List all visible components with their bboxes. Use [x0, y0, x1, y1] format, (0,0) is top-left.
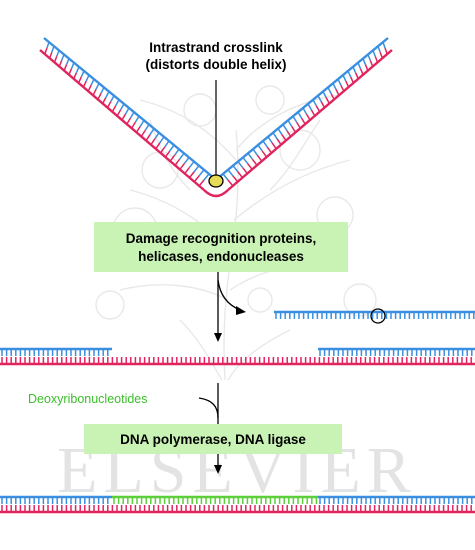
- v-strand-red-vertex: [203, 189, 229, 198]
- arrow-step3-head: [214, 465, 222, 474]
- arrow-step1-head: [214, 333, 222, 342]
- v-base-pairs: [44, 41, 388, 187]
- excised-crosslink-marker: [370, 308, 386, 324]
- repaired-top-right: [318, 495, 475, 504]
- arrow-excision-curve: [217, 279, 241, 311]
- nucleotides-label: Deoxyribonucleotides: [28, 392, 148, 406]
- arrow-heads: [214, 306, 246, 474]
- gapped-top-left: [0, 347, 112, 356]
- recognition-label-line2: helicases, endonucleases: [138, 249, 304, 264]
- excised-fragment: [274, 310, 475, 319]
- arrow-nucleotide-curve: [198, 397, 219, 419]
- polymerase-label-box: [84, 424, 342, 454]
- gapped-top-right: [318, 347, 475, 356]
- repaired-top-new: [112, 495, 318, 504]
- crosslink-marker: [208, 174, 224, 188]
- crosslink-label-line1: Intrastrand crosslink: [149, 40, 283, 55]
- crosslink-label-line2: (distorts double helix): [145, 57, 286, 72]
- recognition-label-line1: Damage recognition proteins,: [126, 231, 317, 246]
- recognition-label-box: [94, 222, 348, 272]
- dna-strands: [0, 37, 475, 514]
- repaired-top-left: [0, 495, 112, 504]
- arrow-excision-head: [236, 306, 246, 315]
- repaired-bottom: [0, 505, 475, 514]
- gapped-bottom: [0, 357, 475, 366]
- polymerase-label: DNA polymerase, DNA ligase: [120, 432, 306, 447]
